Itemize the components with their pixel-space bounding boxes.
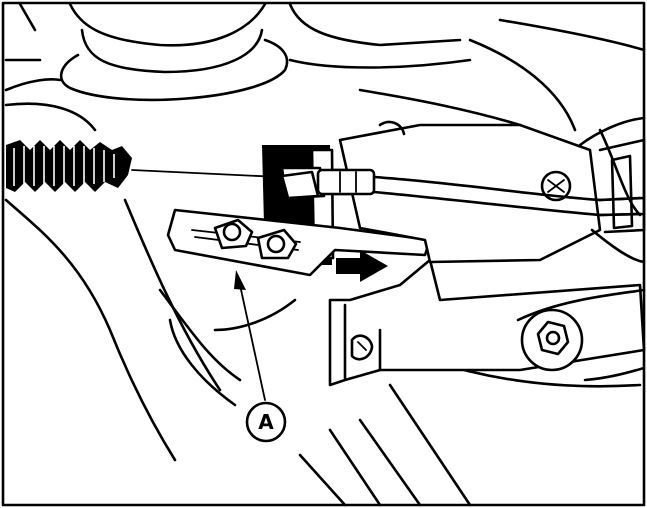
mounting-plate-a [166, 208, 432, 277]
tension-spring [6, 140, 132, 192]
bolt-left [213, 218, 254, 250]
cable-end-fitting [316, 168, 376, 196]
bolt-right [256, 228, 298, 260]
spindle-housing [4, 2, 472, 102]
cable-front [372, 175, 646, 202]
direction-arrow [336, 250, 388, 282]
callout-a: A [245, 401, 287, 443]
cable-front-lower [372, 190, 646, 217]
right-housing [338, 116, 646, 264]
cable-ferrule [280, 170, 320, 200]
pivot-bolt [520, 308, 584, 372]
deck-surface [4, 18, 646, 507]
callout-leader-a [234, 270, 266, 401]
lever-arm [328, 258, 646, 387]
callout-a-label: A [258, 410, 274, 434]
